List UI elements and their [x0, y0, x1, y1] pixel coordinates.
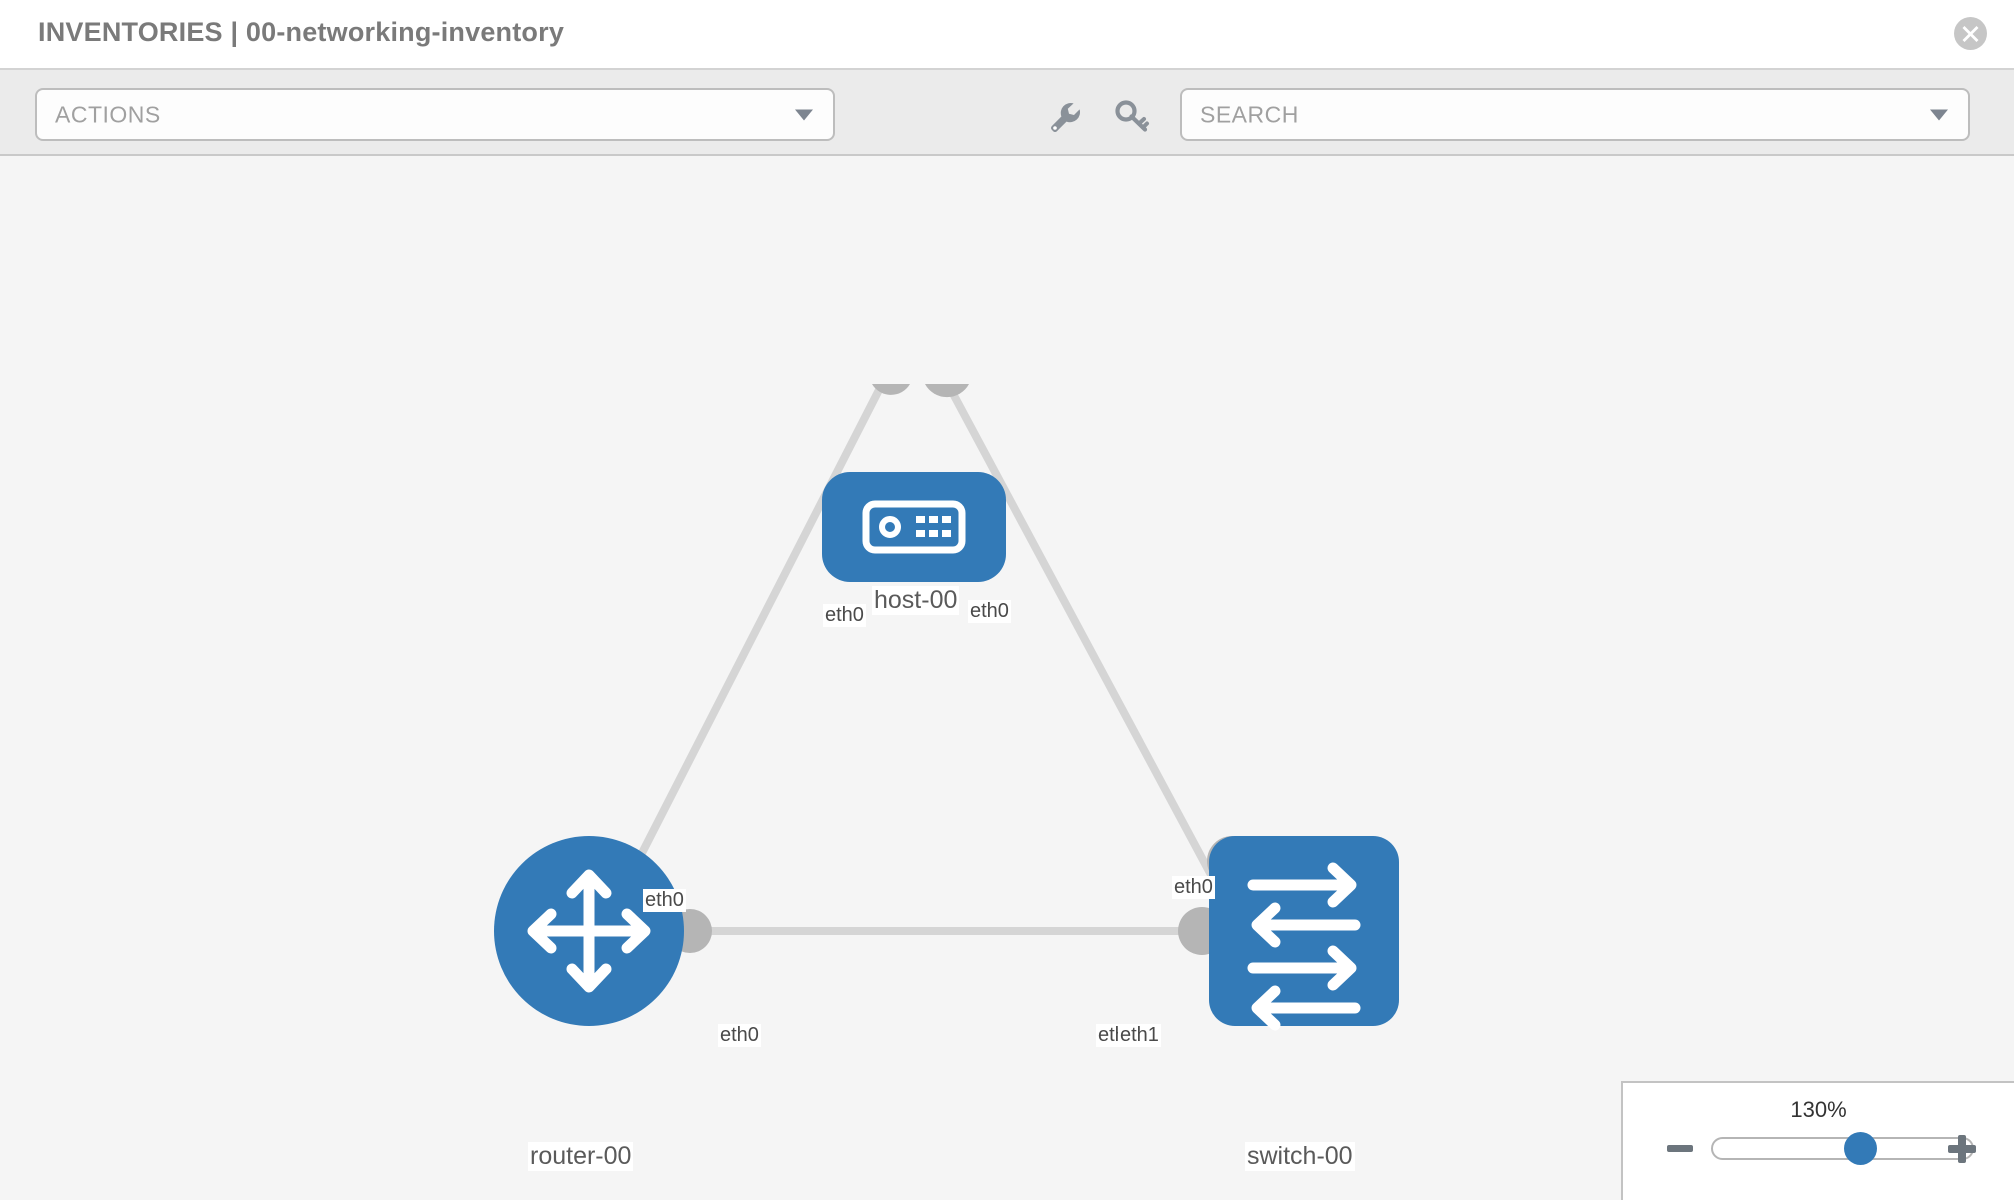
node-host-00[interactable]: [822, 472, 1006, 582]
close-icon: [1962, 26, 1979, 42]
router-arrows-icon: [527, 869, 651, 993]
search-input-placeholder: SEARCH: [1200, 101, 1299, 127]
connector-host00-eth0-right[interactable]: [925, 384, 969, 398]
page-header: INVENTORIES | 00-networking-inventory: [0, 0, 2014, 68]
search-dropdown[interactable]: SEARCH: [1180, 88, 1970, 141]
close-button[interactable]: [1954, 17, 1987, 50]
wrench-button[interactable]: [1046, 98, 1082, 134]
zoom-out-button[interactable]: [1667, 1145, 1693, 1152]
switch-arrows-icon: [1247, 862, 1361, 1031]
server-icon: [862, 500, 966, 554]
edge-label-router00-uplink-eth0: eth0: [643, 889, 686, 912]
node-router-00[interactable]: [494, 836, 684, 1026]
key-button[interactable]: [1114, 98, 1150, 134]
edge-label-host00-eth0-right: eth0: [968, 600, 1011, 623]
zoom-in-button[interactable]: [1948, 1135, 1976, 1163]
node-label-host-00: host-00: [872, 586, 960, 615]
zoom-control-panel: 130%: [1621, 1081, 2014, 1200]
edge-label-switch00-uplink-eth0: eth0: [1172, 876, 1215, 899]
link-host00-switch00[interactable]: [946, 386, 1229, 903]
edge-label-switch00-eth1: eth1: [1118, 1024, 1161, 1047]
connector-host00-eth0-left[interactable]: [872, 384, 910, 395]
chevron-down-icon: [795, 109, 813, 120]
zoom-slider-thumb[interactable]: [1844, 1132, 1878, 1165]
topology-links: [616, 386, 1229, 935]
actions-dropdown[interactable]: ACTIONS: [35, 88, 835, 141]
wrench-icon: [1051, 102, 1081, 132]
node-label-switch-00: switch-00: [1245, 1142, 1355, 1171]
zoom-slider-track[interactable]: [1711, 1132, 1974, 1165]
toolbar: ACTIONS SEARCH: [0, 68, 2014, 156]
edge-label-router00-eth0: eth0: [718, 1024, 761, 1047]
node-switch-00[interactable]: [1209, 836, 1399, 1031]
node-label-router-00: router-00: [528, 1142, 634, 1171]
topology-connectors: [668, 384, 1257, 955]
topology-graph: [494, 384, 1399, 1031]
actions-dropdown-label: ACTIONS: [55, 101, 161, 127]
topology-canvas[interactable]: host-00 router-00 switch-00 eth0 eth0 et…: [0, 156, 2014, 1200]
key-icon: [1115, 100, 1149, 132]
page-title: INVENTORIES | 00-networking-inventory: [38, 17, 565, 47]
chevron-down-icon: [1930, 109, 1948, 120]
edge-label-host00-eth0-left: eth0: [823, 604, 866, 627]
zoom-level-label: 130%: [1790, 1097, 1847, 1122]
link-host00-router00[interactable]: [616, 386, 884, 898]
